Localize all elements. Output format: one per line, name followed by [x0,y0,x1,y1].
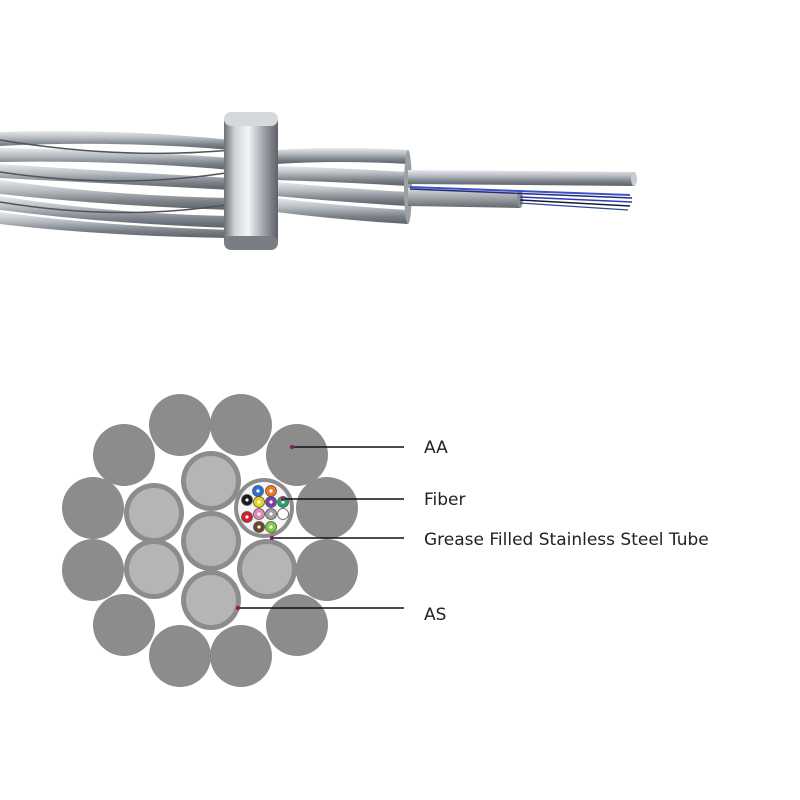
fiber-core [269,500,273,504]
aa-wire [266,424,328,486]
aa-wire [62,539,124,601]
aa-wire [296,477,358,539]
aa-wire [266,594,328,656]
aa-wire [210,625,272,687]
fiber-core [257,512,261,516]
aa-wire [149,394,211,456]
as-wire [129,544,179,594]
fiber-core [257,525,261,529]
leader-tube-dot [269,535,275,541]
label-tube: Grease Filled Stainless Steel Tube [424,530,709,550]
label-aa: AA [424,438,448,458]
fiber-core [245,515,249,519]
leader-lines [235,444,404,611]
fiber-core [281,500,285,504]
as-wire [186,456,236,506]
fiber-core [257,500,261,504]
as-wire [242,544,292,594]
aa-wire [149,625,211,687]
fiber-core [245,498,249,502]
as-wire [129,488,179,538]
leader-aa-dot [289,444,295,450]
clamp-ring [224,112,278,250]
optical-fibers [409,186,633,211]
aa-wire [93,424,155,486]
aa-wire [296,539,358,601]
label-as: AS [424,605,446,625]
leader-fiber-dot [280,496,286,502]
cross-section-diagram: AA Fiber Grease Filled Stainless Steel T… [62,394,709,687]
fiber-core [269,512,273,516]
aa-wire [62,477,124,539]
as-wire [186,516,236,566]
inner-wires-right [276,148,412,224]
aa-wire [210,394,272,456]
aa-wire [93,594,155,656]
stranded-wires-left [0,131,233,238]
as-wire [186,575,236,625]
leader-as-dot [235,605,241,611]
steel-tube-group [234,478,294,538]
wires-layer [62,394,358,687]
fiber-core [269,489,273,493]
fiber-core [269,525,273,529]
cable-photo [0,112,637,250]
label-fiber: Fiber [424,490,466,510]
fiber-core [256,489,260,493]
fiber-core [281,512,285,516]
